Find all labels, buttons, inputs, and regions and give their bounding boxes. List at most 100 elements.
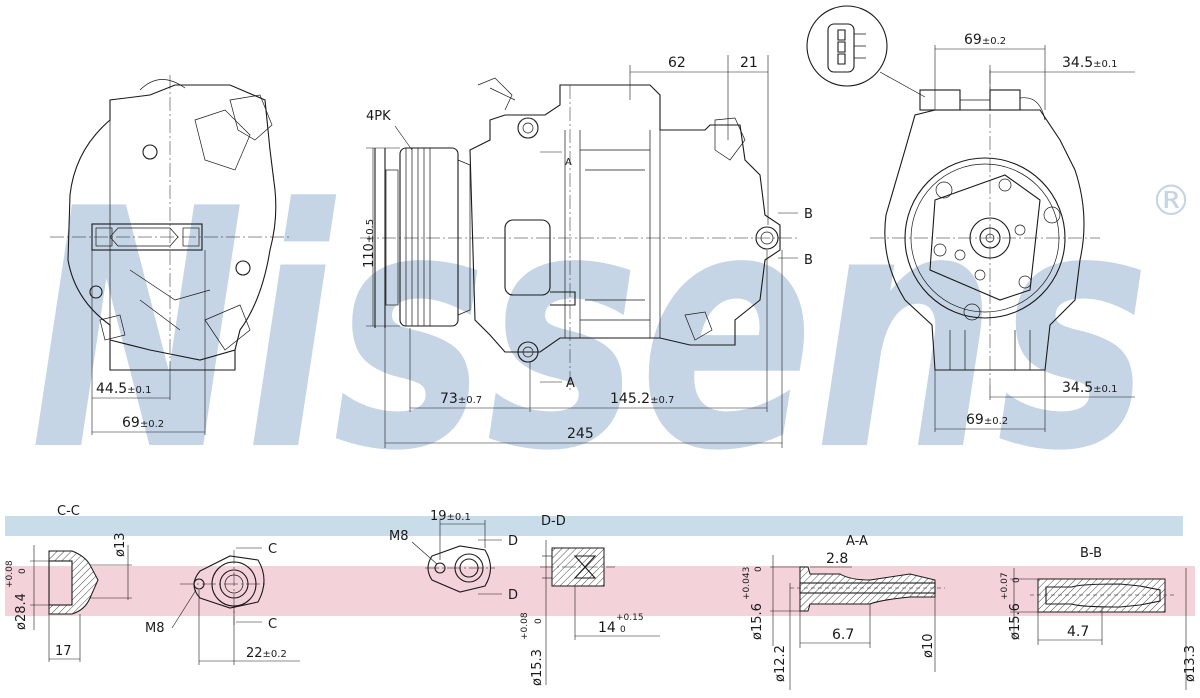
cc-dim-28-4-tol-low: 0 <box>18 568 28 574</box>
aa-dim-6-7: 6.7 <box>832 627 854 643</box>
dim-145-2: 145.2±0.7 <box>610 391 674 407</box>
dim-69-bot: 69±0.2 <box>966 412 1008 428</box>
right-rivet-f <box>933 243 947 257</box>
bb-dim-13-3: ø13.3 <box>1183 645 1198 682</box>
right-rivet-h <box>1014 224 1026 236</box>
flange-sec-c-bottom: C <box>268 617 277 632</box>
bb-dim-15-6: ø15.6 <box>1008 603 1023 640</box>
left-casting-detail <box>129 269 211 331</box>
right-connector-b <box>989 89 1021 111</box>
aa-dim-12-2: ø12.2 <box>773 645 788 682</box>
dim-44-5: 44.5±0.1 <box>96 381 151 397</box>
left-port-a <box>194 109 251 171</box>
left-body-outline <box>67 84 277 361</box>
d-flange-m8-label: M8 <box>389 529 409 544</box>
sec-b-bottom: B <box>804 253 813 268</box>
connector-housing <box>827 23 855 73</box>
flange-dim-22: 22±0.2 <box>246 646 287 661</box>
pulley-hub <box>385 169 399 306</box>
bb-dim-15-6-tol-low: 0 <box>1012 577 1022 583</box>
dim-245: 245 <box>567 426 594 442</box>
right-clutch-plate <box>929 174 1041 301</box>
right-body-outline <box>884 109 1085 371</box>
d-sec-bottom: D <box>508 588 518 603</box>
side-lower-fitting <box>684 311 713 341</box>
side-body-outline <box>469 84 781 353</box>
section-bb-bore <box>1045 583 1161 608</box>
dd-dim-14: 14 <box>598 620 616 636</box>
left-port-c <box>204 304 251 351</box>
right-foot-ribs <box>949 330 1031 370</box>
aa-dim-15-6-tol-low: 0 <box>754 566 764 572</box>
left-wire <box>139 79 186 91</box>
right-rivet-i <box>974 269 986 281</box>
section-cc-body <box>48 550 99 615</box>
side-body-tab <box>550 291 576 306</box>
section-b-b: B-B ø15.6 +0.07 0 4.7 ø13.3 <box>1000 546 1198 690</box>
right-rivet-d <box>1018 275 1032 289</box>
aa-dim-10: ø10 <box>921 634 936 659</box>
dim-110: 110±0.5 <box>362 219 377 268</box>
connector-detail-bubble <box>806 5 888 87</box>
sec-a-top: A <box>565 157 572 168</box>
dim-69-left: 69±0.2 <box>122 415 164 431</box>
pulley-grooves <box>405 148 431 326</box>
dd-dim-14-tol-up: +0.15 <box>616 613 644 623</box>
section-bb-title: B-B <box>1080 546 1102 561</box>
right-rivet-b <box>998 178 1012 192</box>
side-rear-valve <box>714 117 746 161</box>
right-rivet-e <box>963 303 981 321</box>
side-valve <box>477 77 516 111</box>
section-a-a: A-A ø15.6 +0.043 0 ø12.2 2.8 6.7 ø10 <box>742 534 945 690</box>
right-rivet-g <box>954 249 966 261</box>
d-sec-top: D <box>508 534 518 549</box>
right-rivet-a <box>935 181 953 199</box>
compressor-side-view: 62 21 4PK 110±0.5 73±0.7 145.2±0.7 245 A… <box>360 55 813 448</box>
blue-band <box>5 516 1183 536</box>
d-flange-outline <box>427 545 492 593</box>
dim-34-5-top: 34.5±0.1 <box>1062 55 1117 71</box>
dd-dim-15-3: ø15.3 <box>530 649 545 686</box>
flange-sec-c-top: C <box>268 542 277 557</box>
dim-62: 62 <box>668 55 686 71</box>
registered-mark: ® <box>1150 176 1192 225</box>
section-cc-title: C-C <box>57 504 80 519</box>
left-port-b <box>229 94 273 141</box>
cc-dim-28-4-tol-up: +0.08 <box>5 560 15 588</box>
compressor-right-view: 69±0.2 34.5±0.1 34.5±0.1 69±0.2 <box>806 5 1135 432</box>
dim-73: 73±0.7 <box>440 391 482 407</box>
bb-dim-15-6-tol-up: +0.07 <box>1000 572 1010 600</box>
d-flange-m8-leader <box>411 541 438 565</box>
section-dd-title: D-D <box>541 514 566 529</box>
d-dim-19: 19±0.1 <box>430 509 471 524</box>
belt-label-4pk: 4PK <box>366 109 391 124</box>
connector-leads <box>854 33 866 59</box>
dim-69-top: 69±0.2 <box>964 32 1006 48</box>
dim-34-5-bot: 34.5±0.1 <box>1062 380 1117 396</box>
side-port-bottom-inner <box>522 346 534 358</box>
cc-dim-13: ø13 <box>113 533 128 558</box>
left-bolt-hole-top <box>142 144 158 160</box>
pulley-body <box>399 147 459 327</box>
sec-b-top: B <box>804 207 813 222</box>
left-mount-bracket <box>91 223 203 251</box>
cc-dim-28-4: ø28.4 <box>14 593 29 630</box>
dd-dim-15-3-tol-up: +0.08 <box>520 612 530 640</box>
belt-leader <box>394 125 413 151</box>
sec-a-bottom: A <box>566 376 575 391</box>
section-aa-title: A-A <box>846 534 868 549</box>
compressor-left-view: 44.5±0.1 69±0.2 <box>50 75 290 435</box>
left-bolt-hole-left <box>89 285 103 299</box>
right-wire <box>960 97 1046 121</box>
side-port-top <box>517 117 539 139</box>
aa-dim-15-6: ø15.6 <box>750 603 765 640</box>
brand-watermark: Nissens <box>30 139 1150 523</box>
clutch-ring <box>457 159 471 316</box>
connector-leader <box>879 71 926 98</box>
dim-21: 21 <box>740 55 758 71</box>
left-bolt-hole-right <box>235 260 251 276</box>
section-c-c: C-C 17 ø13 ø28.4 +0.08 0 <box>5 504 132 662</box>
connector-pins <box>837 29 846 65</box>
cc-dim-17: 17 <box>55 644 72 659</box>
